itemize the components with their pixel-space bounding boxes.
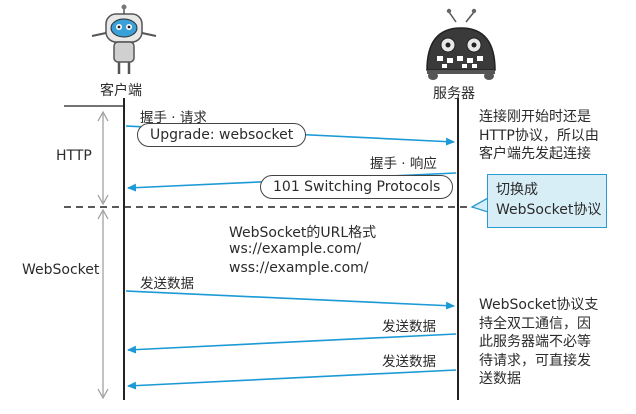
server-label: 服务器: [433, 86, 475, 102]
url-format-wss: wss://example.com/: [229, 260, 369, 276]
websocket-phase-label: WebSocket: [22, 262, 100, 278]
full-duplex-note-line: WebSocket协议支: [479, 297, 599, 313]
url-format-title: WebSocket的URL格式: [229, 225, 377, 241]
callout-line: 切换成: [496, 182, 538, 198]
client-label: 客户端: [100, 83, 142, 99]
http-phase-bracket: [97, 110, 109, 206]
send-data-label-2: 发送数据: [382, 319, 436, 335]
websocket-phase-bracket: [97, 208, 109, 400]
protocol-switch-callout: 切换成 WebSocket协议: [487, 174, 607, 228]
server-robot-icon: [426, 8, 496, 80]
upgrade-header-bubble: Upgrade: websocket: [137, 123, 307, 147]
send-data-label-3: 发送数据: [382, 354, 436, 370]
switching-protocols-bubble: 101 Switching Protocols: [260, 175, 454, 199]
connection-start-note-line: 连接刚开始时还是: [479, 109, 591, 125]
client-robot-icon: [91, 4, 157, 74]
send-data-server-arrow-1: [127, 333, 457, 354]
url-format-ws: ws://example.com/: [229, 241, 362, 257]
full-duplex-note-line: 持全双工通信，因: [479, 315, 591, 332]
http-phase-label: HTTP: [56, 148, 92, 164]
handshake-request-label: 握手 · 请求: [140, 110, 207, 126]
connection-start-note: 连接刚开始时还是 HTTP协议，所以由 客户端先发起连接: [479, 108, 599, 164]
full-duplex-note-line: 送数据: [479, 371, 521, 387]
full-duplex-note-line: 此服务器端不必等: [479, 334, 591, 350]
handshake-response-label: 握手 · 响应: [370, 156, 437, 172]
send-data-label-1: 发送数据: [140, 276, 194, 292]
callout-pointer: [470, 197, 489, 213]
connection-start-note-line: HTTP协议，所以由: [479, 127, 599, 144]
full-duplex-note-line: 待请求，可直接发: [479, 352, 591, 369]
send-data-server-arrow-2: [127, 369, 457, 390]
full-duplex-note: WebSocket协议支 持全双工通信，因 此服务器端不必等 待请求，可直接发 …: [479, 296, 598, 389]
connection-start-note-line: 客户端先发起连接: [479, 146, 591, 162]
send-data-client-arrow: [125, 290, 455, 310]
callout-line: WebSocket协议: [496, 202, 602, 218]
